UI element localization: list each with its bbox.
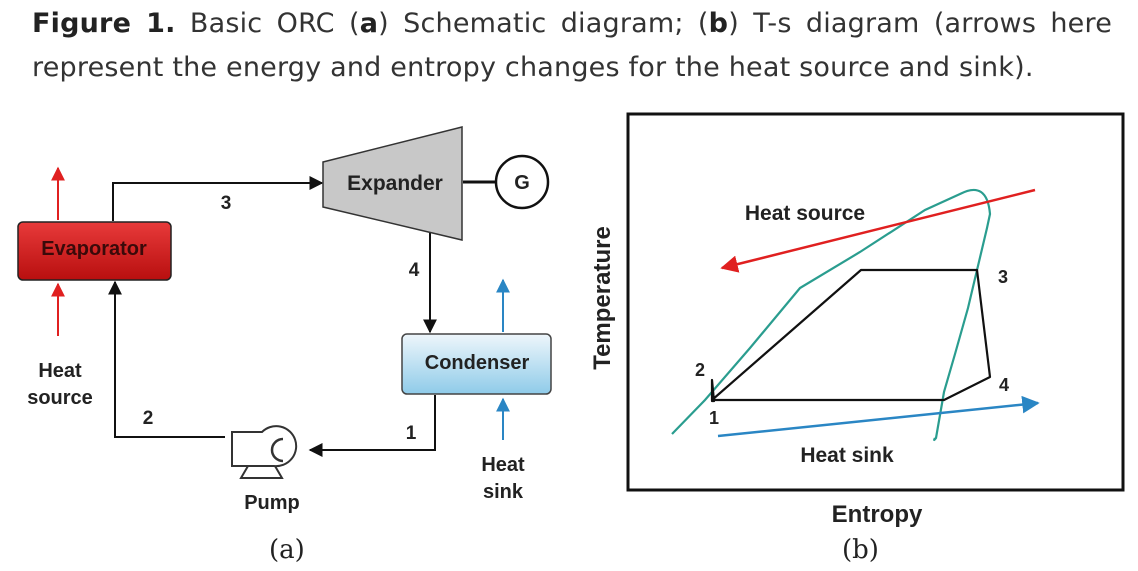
figure-panel: Evaporator Expander G Condenser Pump Hea…: [0, 102, 1138, 571]
evaporator-box: [17, 221, 172, 281]
sublabel-a: (a): [269, 535, 305, 565]
generator-circle: [494, 154, 550, 210]
flow-line-2: [108, 280, 225, 438]
ts-heat-source-label: Heat source: [745, 202, 865, 225]
state-4-label: 4: [409, 260, 420, 281]
caption-text-2: ) Schematic diagram; (: [378, 8, 709, 39]
heat-sink-label-line2: sink: [483, 481, 524, 503]
orc-cycle: [710, 268, 992, 403]
expander-shape: [322, 126, 463, 241]
ts-point-2-label: 2: [695, 360, 705, 380]
ts-point-3-label: 3: [998, 267, 1008, 287]
state-1-label: 1: [406, 423, 417, 444]
figure-svg: Evaporator Expander G Condenser Pump Hea…: [17, 112, 1125, 528]
pump-icon: [231, 425, 298, 479]
figure-label: Figure 1.: [32, 8, 176, 39]
condenser-box: [401, 333, 552, 395]
caption-b: b: [708, 8, 729, 39]
ts-heat-sink-label: Heat sink: [800, 444, 894, 467]
figure-caption: Figure 1. Basic ORC (a) Schematic diagra…: [32, 2, 1112, 90]
ts-plot-frame: [626, 112, 1125, 492]
ts-xlabel: Entropy: [832, 501, 923, 528]
flow-line-1: [308, 395, 436, 457]
state-2-label: 2: [143, 408, 154, 429]
ts-ylabel: Temperature: [589, 226, 616, 370]
ts-point-1-label: 1: [709, 408, 719, 428]
caption-text-1: Basic ORC (: [175, 8, 360, 39]
condenser-label: Condenser: [425, 352, 530, 374]
evaporator-label: Evaporator: [41, 238, 147, 260]
flow-line-3: [112, 176, 324, 221]
ts-heat-sink-arrow: [717, 395, 1040, 438]
caption-text-3: ) T-s diagram (arrows here represent the…: [32, 8, 1112, 83]
generator-label: G: [514, 172, 530, 194]
ts-heat-source-arrow: [720, 188, 1036, 273]
expander-label: Expander: [347, 172, 443, 195]
sublabel-b: (b): [842, 535, 879, 565]
heat-source-label-line1: Heat: [38, 360, 82, 382]
state-3-label: 3: [221, 193, 232, 214]
saturation-curve: [671, 188, 992, 442]
ts-point-4-label: 4: [999, 375, 1009, 395]
caption-a: a: [359, 8, 379, 39]
pump-label: Pump: [244, 492, 300, 514]
heat-sink-label-line1: Heat: [481, 454, 525, 476]
heat-source-label-line2: source: [27, 387, 93, 409]
